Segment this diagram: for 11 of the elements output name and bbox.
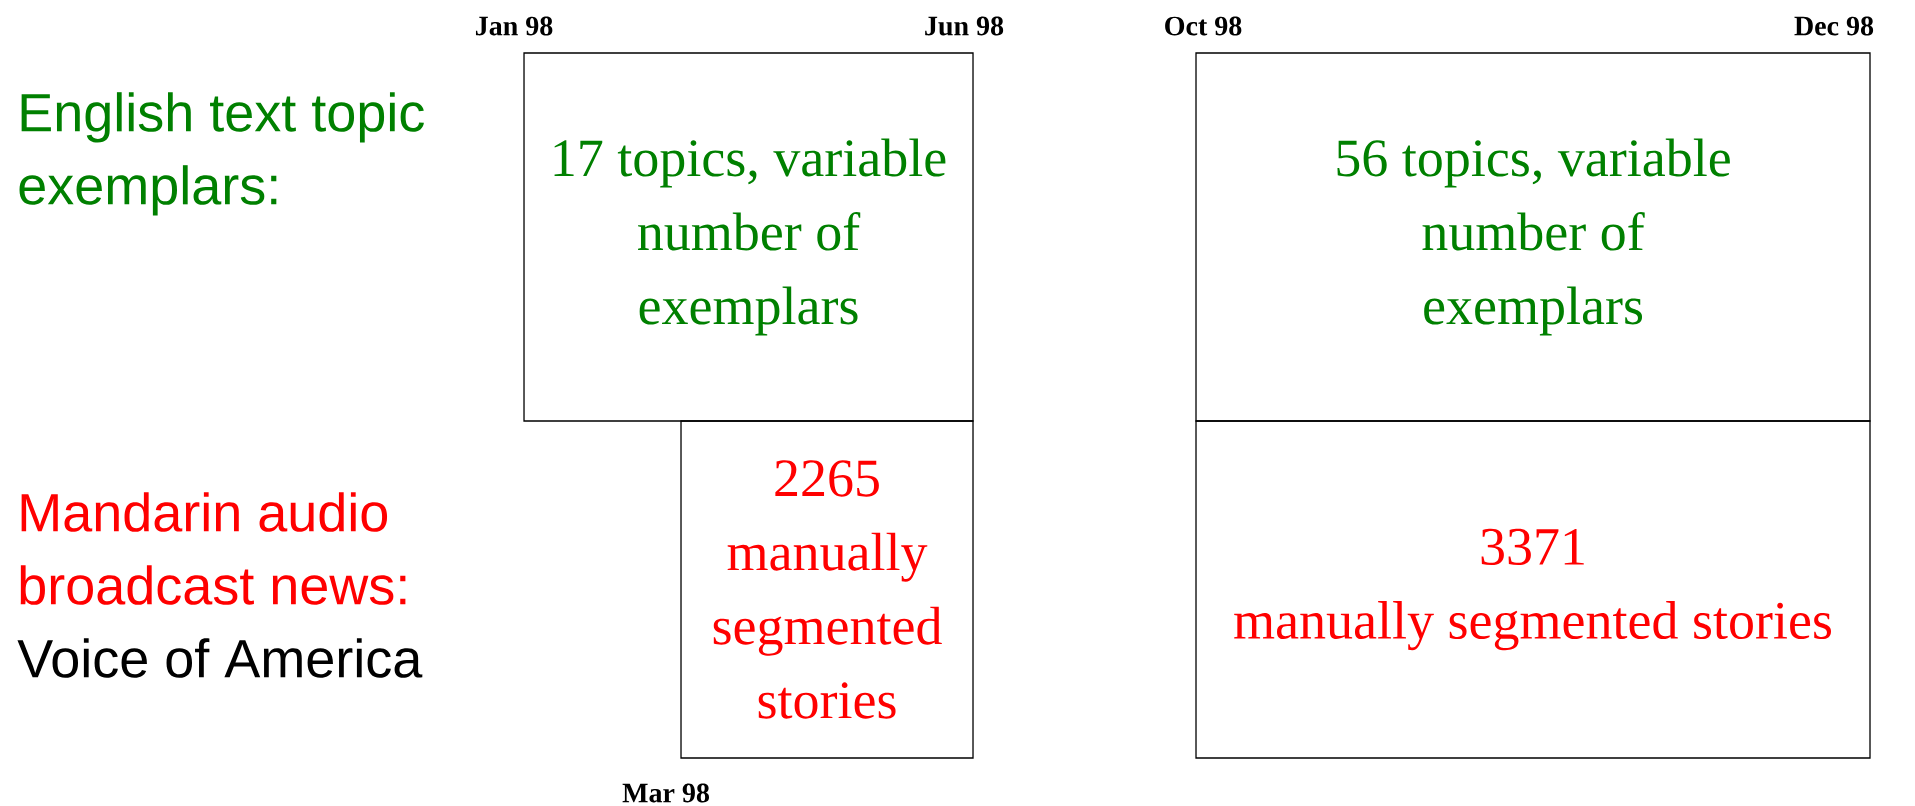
row-label: English text topic exemplars: [19, 92, 424, 216]
date-label: Jun 98 [925, 16, 1004, 36]
row-label: Voice of America [17, 638, 423, 678]
text-box: 3371 manually segmented stories [1195, 420, 1871, 759]
date-label: Jan 98 [475, 16, 553, 36]
text-box: 2265 manually segmented stories [680, 420, 974, 759]
text-box: 56 topics, variable number of exemplars [1195, 52, 1871, 422]
date-label: Mar 98 [622, 783, 709, 803]
date-label: Oct 98 [1165, 16, 1242, 36]
text-box: 17 topics, variable number of exemplars [523, 52, 974, 422]
row-label: Mandarin audio broadcast news: [20, 492, 406, 605]
